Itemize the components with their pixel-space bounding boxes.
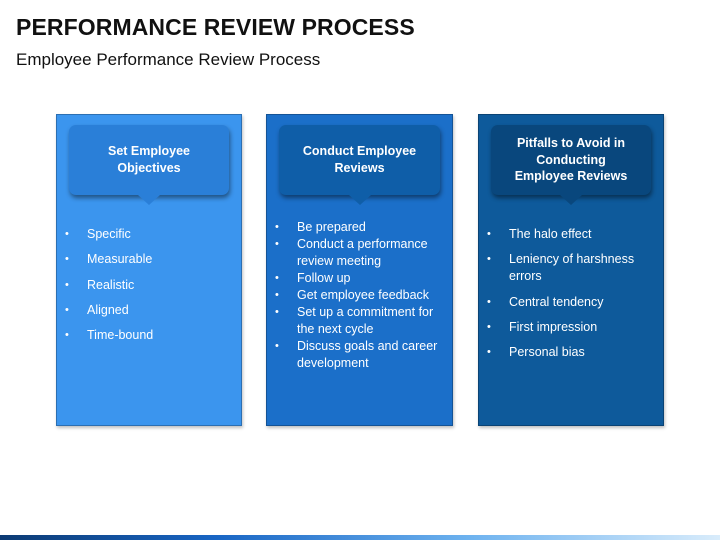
- column-set-objectives: Set Employee Objectives Specific Measura…: [56, 114, 242, 426]
- column-heading-set-objectives: Set Employee Objectives: [69, 125, 229, 195]
- column-pitfalls: Pitfalls to Avoid in Conducting Employee…: [478, 114, 664, 426]
- list-item: Be prepared: [267, 219, 452, 236]
- list-item: The halo effect: [479, 226, 663, 243]
- list-item: Central tendency: [479, 294, 663, 311]
- column-conduct-reviews: Conduct Employee Reviews Be prepared Con…: [266, 114, 453, 426]
- list-item: Time-bound: [57, 327, 241, 344]
- list-item: Get employee feedback: [267, 287, 452, 304]
- conduct-reviews-list: Be prepared Conduct a performance review…: [267, 219, 452, 372]
- page-subtitle: Employee Performance Review Process: [16, 50, 321, 69]
- list-item: Conduct a performance review meeting: [267, 236, 452, 270]
- column-heading-conduct-reviews: Conduct Employee Reviews: [279, 125, 440, 195]
- pitfalls-list: The halo effect Leniency of harshness er…: [479, 226, 663, 369]
- list-item: First impression: [479, 319, 663, 336]
- list-item: Personal bias: [479, 344, 663, 361]
- list-item: Follow up: [267, 270, 452, 287]
- list-item: Set up a commitment for the next cycle: [267, 304, 452, 338]
- list-item: Discuss goals and career development: [267, 338, 452, 372]
- column-heading-pitfalls: Pitfalls to Avoid in Conducting Employee…: [491, 125, 651, 195]
- objectives-list: Specific Measurable Realistic Aligned Ti…: [57, 226, 241, 352]
- list-item: Leniency of harshness errors: [479, 251, 663, 285]
- list-item: Realistic: [57, 277, 241, 294]
- list-item: Specific: [57, 226, 241, 243]
- decorative-bottom-bar: [0, 535, 720, 540]
- list-item: Aligned: [57, 302, 241, 319]
- page-title: PERFORMANCE REVIEW PROCESS: [16, 14, 415, 40]
- list-item: Measurable: [57, 251, 241, 268]
